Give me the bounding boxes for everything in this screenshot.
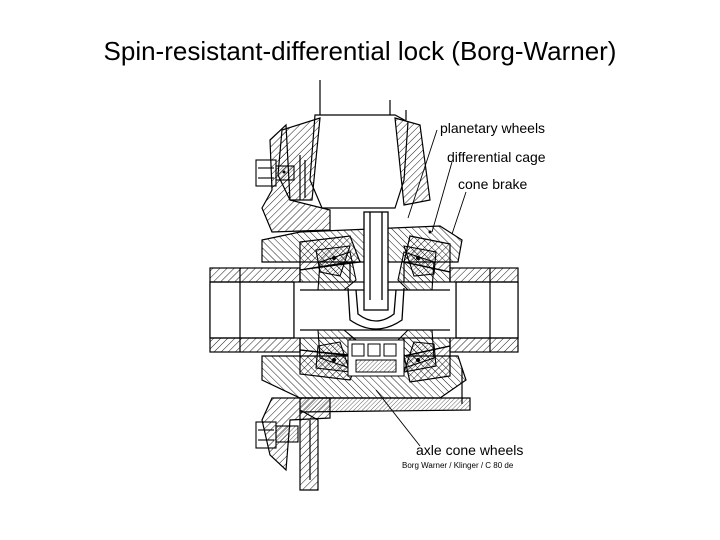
slide-title: Spin-resistant-differential lock (Borg-W… bbox=[103, 36, 617, 66]
leader-lines bbox=[375, 129, 467, 447]
right-axle-shaft bbox=[449, 267, 519, 353]
pinion-pin bbox=[347, 211, 405, 330]
pinion-shaft bbox=[277, 80, 431, 209]
label-axle-cone-wheels: axle cone wheels bbox=[416, 442, 524, 458]
planetary-wheels bbox=[317, 251, 435, 369]
source-credit: Borg Warner / Klinger / C 80 de bbox=[402, 461, 514, 470]
fastener-dots bbox=[282, 170, 432, 362]
label-differential-cage: differential cage bbox=[447, 149, 546, 165]
left-axle-shaft bbox=[209, 267, 301, 353]
spider-gear bbox=[347, 339, 405, 377]
label-planetary-wheels: planetary wheels bbox=[440, 120, 546, 136]
label-cone-brake: cone brake bbox=[458, 176, 528, 192]
